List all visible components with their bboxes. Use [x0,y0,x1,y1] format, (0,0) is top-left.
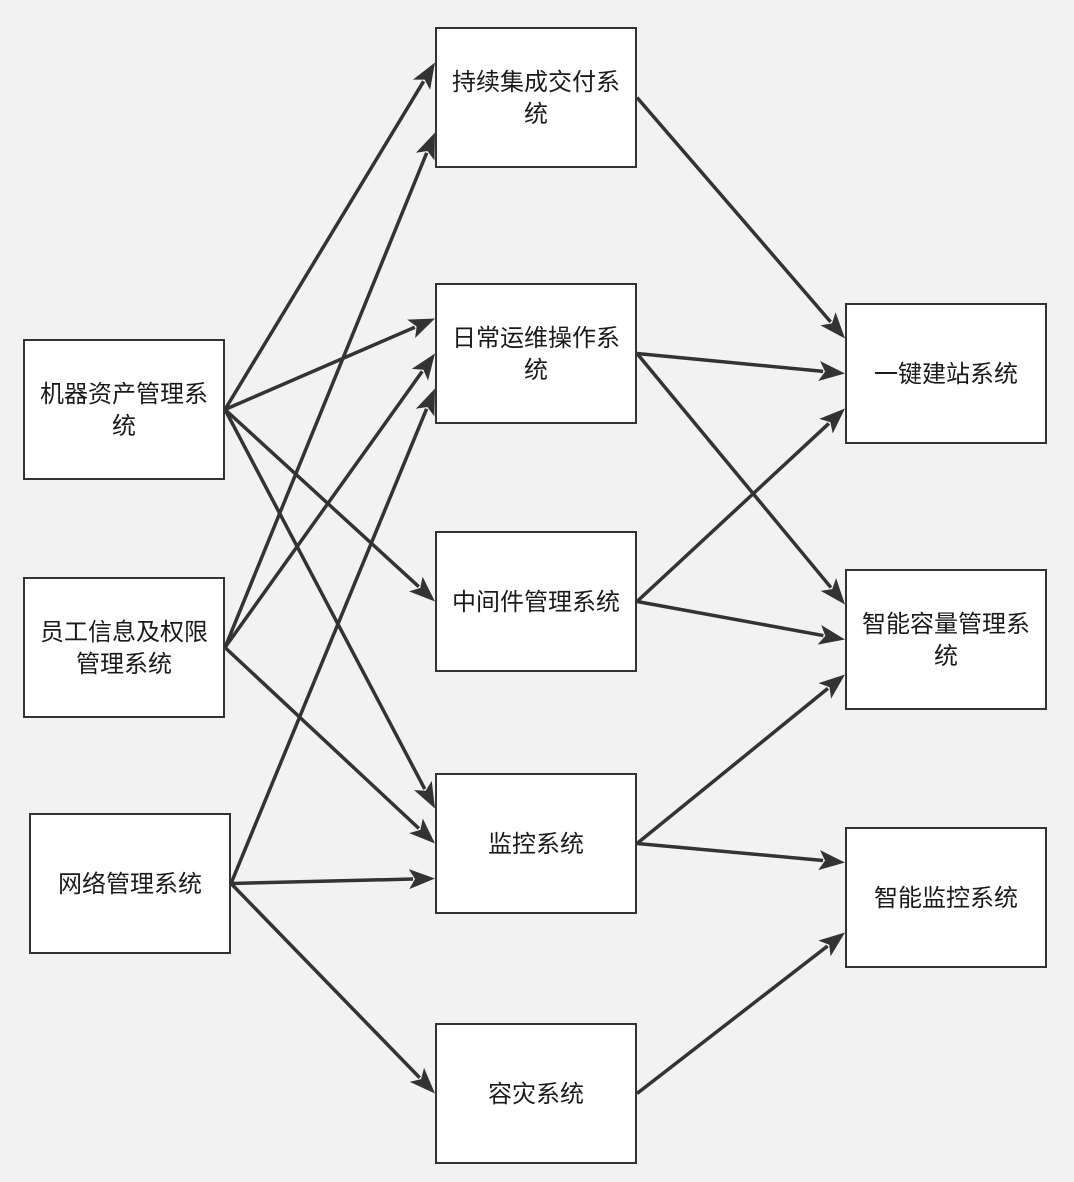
edge-jiankong-to-zhineng [636,841,824,863]
node-label: 机器资产管理系统 [40,379,208,440]
node-label: 监控系统 [488,829,584,858]
node-label: 网络管理系统 [58,869,202,898]
arrowhead-chixu-to-yijian [820,312,845,339]
edge-yuangong-to-richang [223,370,424,649]
arrowhead-wangluo-to-richang [415,388,435,417]
node-one-click-site-building: 一键建站系统 [845,303,1047,444]
arrowhead-yuangong-to-richang [411,353,435,381]
node-label: 持续集成交付系统 [452,67,620,128]
edge-wangluo-to-rongzai [229,882,421,1079]
edge-richang-to-yijian [636,351,824,374]
arrowhead-jiqi-to-chixu [412,62,435,90]
edge-jiqi-to-richang [224,325,416,412]
node-network-management: 网络管理系统 [29,813,231,954]
edge-wangluo-to-jiankong [230,877,414,886]
node-label: 智能容量管理系统 [862,609,1030,670]
node-daily-operations: 日常运维操作系统 [435,283,637,424]
edge-jiqi-to-jiankong [223,408,427,790]
node-intelligent-monitoring: 智能监控系统 [845,827,1047,968]
arrowhead-jiqi-to-zhongjian [409,576,435,602]
node-label: 容灾系统 [488,1079,584,1108]
edge-zhongjian-to-yijian [635,422,831,603]
arrowhead-rongzai-to-zhineng [818,932,845,957]
node-intelligent-capacity-management: 智能容量管理系统 [845,569,1047,710]
node-machine-asset-management: 机器资产管理系统 [23,339,225,480]
node-employee-permission-management: 员工信息及权限管理系统 [23,577,225,718]
edge-richang-to-rongliang [635,352,833,589]
edge-jiankong-to-rongliang [635,687,830,845]
node-label: 中间件管理系统 [452,587,620,616]
arrowhead-wangluo-to-jiankong [408,869,435,890]
edge-yuangong-to-chixu [223,152,429,649]
arrowhead-jiqi-to-richang [407,318,435,339]
arrowhead-richang-to-rongliang [820,578,845,605]
arrowhead-wangluo-to-rongzai [409,1067,435,1094]
arrowhead-zhongjian-to-yijian [819,408,845,434]
node-continuous-delivery: 持续集成交付系统 [435,27,637,168]
arrowhead-jiqi-to-jiankong [414,780,435,809]
edge-jiqi-to-zhongjian [223,408,420,588]
node-disaster-recovery: 容灾系统 [435,1023,637,1164]
node-label: 一键建站系统 [874,359,1018,388]
edge-wangluo-to-richang [229,408,429,885]
arrowhead-jiankong-to-rongliang [818,674,845,699]
arrowhead-zhongjian-to-rongliang [817,624,845,645]
edge-zhongjian-to-rongliang [636,599,824,638]
arrowhead-richang-to-yijian [818,361,845,381]
node-label: 日常运维操作系统 [452,323,620,384]
edge-rongzai-to-zhineng [635,944,829,1095]
edge-chixu-to-yijian [635,96,832,323]
node-label: 员工信息及权限管理系统 [40,617,208,678]
node-middleware-management: 中间件管理系统 [435,531,637,672]
edge-yuangong-to-jiankong [223,646,421,830]
node-label: 智能监控系统 [874,883,1018,912]
arrowhead-yuangong-to-jiankong [409,818,435,844]
node-monitoring: 监控系统 [435,773,637,914]
edge-jiqi-to-chixu [223,80,426,411]
arrowhead-jiankong-to-zhineng [818,850,845,871]
arrowhead-yuangong-to-chixu [415,132,435,161]
